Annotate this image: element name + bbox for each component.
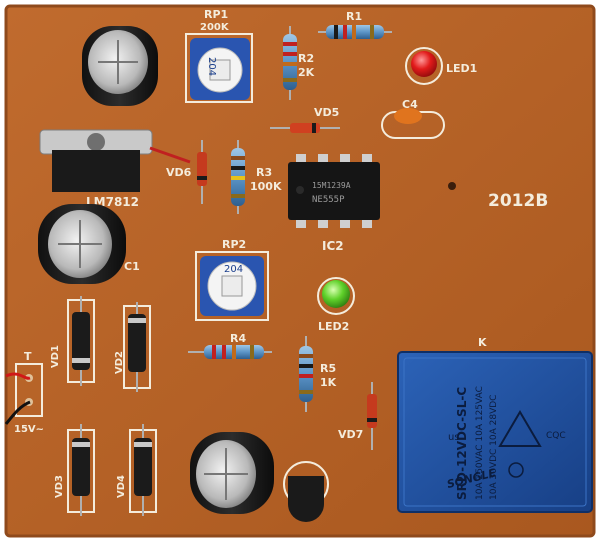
- relay-model: SRD-12VDC-SL-C: [455, 387, 469, 500]
- vd2-label: VD2: [114, 351, 125, 374]
- relay-k-label: K: [478, 336, 487, 349]
- transistor: [283, 461, 329, 522]
- diode-vd1: [72, 296, 90, 386]
- resistor-r5: [299, 336, 313, 412]
- relay-text-block: SRD-12VDC-SL-C 10A 250VAC 10A 125VAC 10A…: [455, 386, 499, 500]
- relay-cqc-mark: CQC: [498, 410, 566, 447]
- r4-label: R4: [230, 332, 246, 345]
- relay-rating-ac: 10A 250VAC 10A 125VAC: [475, 386, 485, 500]
- r1-label: R1: [346, 10, 362, 23]
- led2-outline: [317, 277, 355, 315]
- ic-marking-top: 15M1239A: [312, 181, 351, 190]
- capacitor-top-left: [82, 26, 158, 106]
- c1-label: C1: [124, 260, 140, 273]
- diode-vd5: [270, 123, 340, 133]
- capacitor-c3: [190, 432, 274, 514]
- relay-ul-label: us: [448, 432, 460, 443]
- led1: [411, 51, 437, 77]
- rp1-code: 204: [206, 57, 217, 76]
- vd5-label: VD5: [314, 106, 339, 119]
- relay: [397, 351, 593, 513]
- vd7-label: VD7: [338, 428, 363, 441]
- ic-ne555: [288, 154, 380, 228]
- trimmer-rp2: [200, 256, 264, 316]
- power-terminal: [4, 363, 43, 425]
- rp1-label: RP1: [204, 8, 228, 21]
- diode-vd6: [197, 140, 207, 204]
- capacitor-c4: [394, 108, 422, 124]
- led2-label: LED2: [318, 320, 349, 333]
- r3-value: 100K: [250, 180, 282, 193]
- resistor-r1: [318, 25, 392, 39]
- terminal-label: T: [24, 350, 32, 363]
- rp2-label: RP2: [222, 238, 246, 251]
- r2-value: 2K: [298, 66, 315, 79]
- terminal-voltage-label: 15V~: [14, 424, 44, 435]
- capacitor-c1: [38, 204, 126, 284]
- resistor-r4: [188, 345, 272, 359]
- vd1-label: VD1: [50, 345, 61, 368]
- r2-label: R2: [298, 52, 314, 65]
- board-model-label: 2012B: [488, 191, 548, 211]
- diode-vd4: [134, 424, 152, 516]
- vd4-label: VD4: [116, 475, 127, 498]
- ic2-label: IC2: [322, 239, 344, 253]
- relay-rating-dc: 10A 30VDC 10A 28VDC: [489, 395, 499, 500]
- relay-cqc-label: CQC: [546, 431, 566, 441]
- rp1-outline: [185, 33, 253, 103]
- rp1-value: 200K: [200, 22, 230, 33]
- resistor-r3: [231, 140, 245, 214]
- c4-label: C4: [402, 98, 418, 111]
- led1-outline: [405, 47, 443, 85]
- mounting-hole: [448, 182, 456, 190]
- r5-label: R5: [320, 362, 336, 375]
- rp2-outline: [195, 251, 269, 321]
- trimmer-rp1: [190, 38, 250, 100]
- r3-label: R3: [256, 166, 272, 179]
- resistor-r2: [283, 26, 297, 100]
- voltage-regulator: [39, 129, 191, 192]
- relay-brand-icon: [508, 462, 524, 478]
- vd6-label: VD6: [166, 166, 192, 179]
- led1-label: LED1: [446, 62, 477, 75]
- vd3-label: VD3: [54, 475, 65, 498]
- ic-marking-bottom: NE555P: [312, 195, 345, 205]
- diode-vd2: [128, 302, 146, 392]
- r5-value: 1K: [320, 376, 337, 389]
- diode-vd3: [72, 424, 90, 516]
- rp2-code: 204: [224, 264, 243, 275]
- led2: [322, 280, 350, 308]
- diode-vd7: [367, 382, 377, 450]
